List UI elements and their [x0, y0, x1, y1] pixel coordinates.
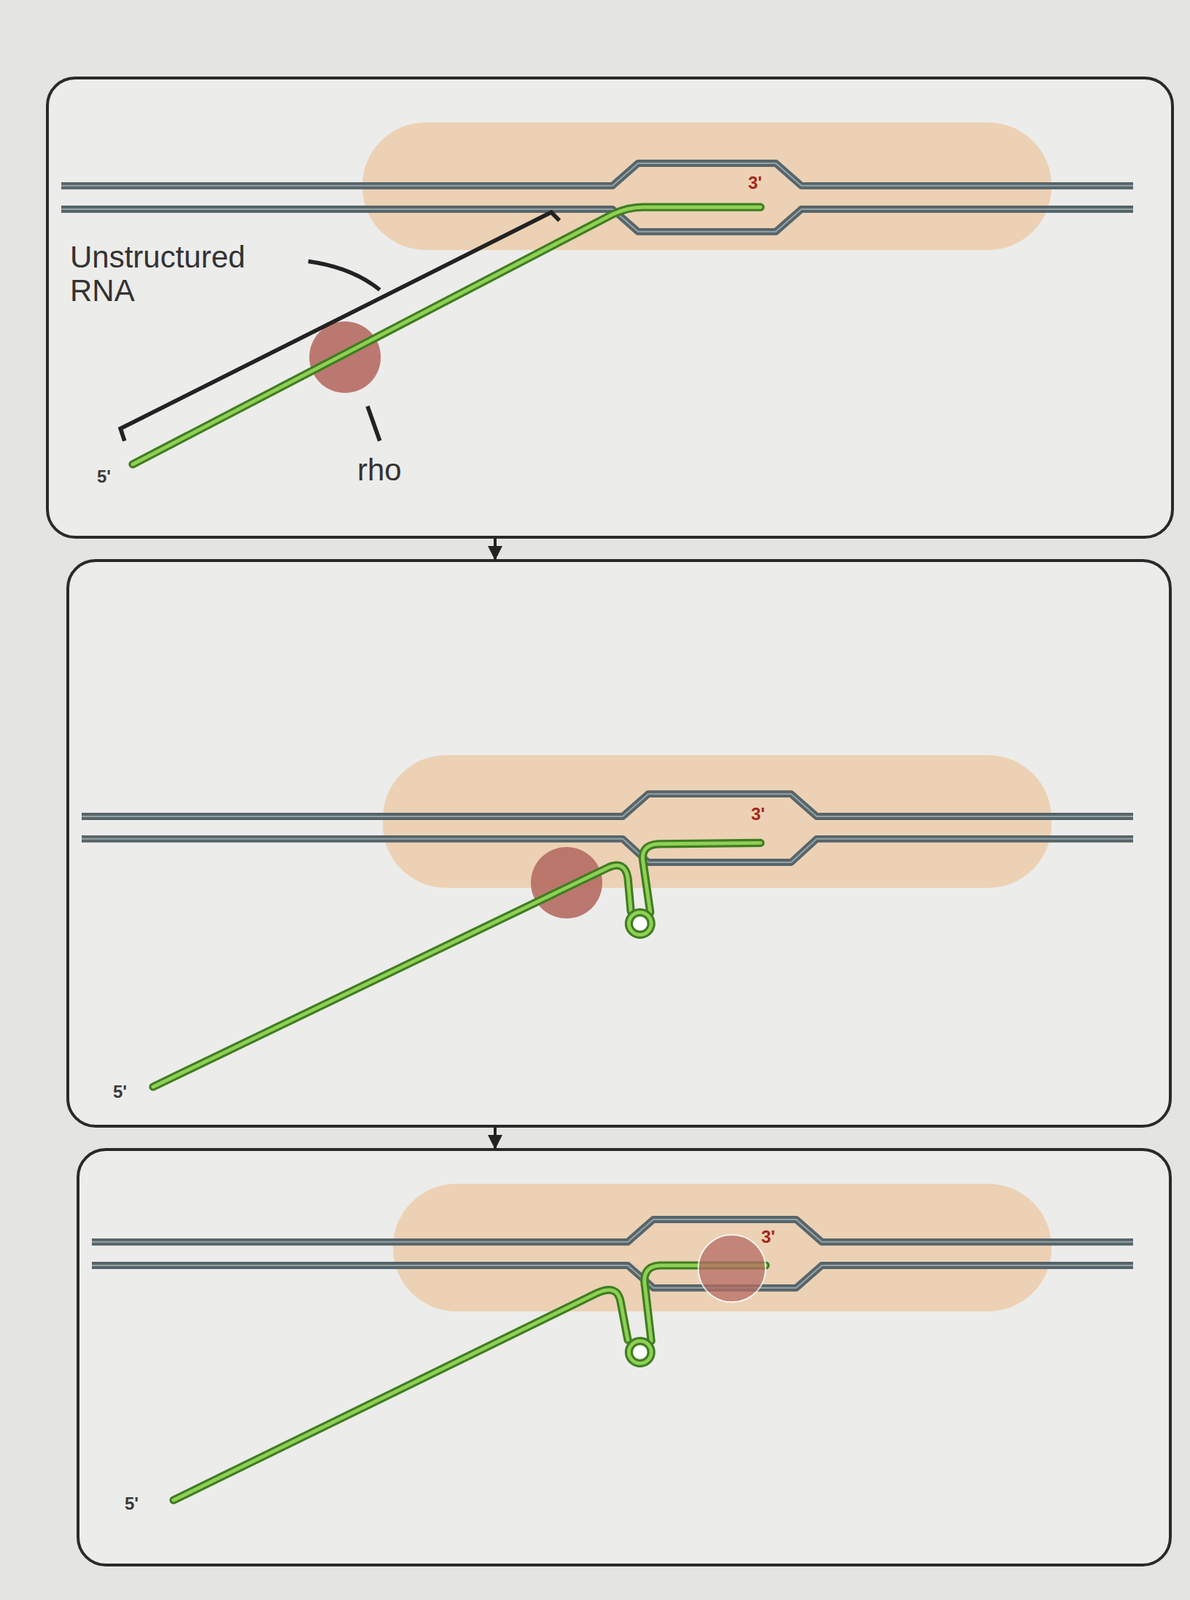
five-prime-end: 5': [113, 1082, 127, 1102]
step-panel: 3' 5': [76, 1148, 1172, 1567]
three-prime-end: 3': [751, 805, 765, 824]
step-arrow: [493, 1128, 497, 1149]
three-prime-end: 3': [748, 173, 762, 193]
rna-label: Unstructured RNA: [70, 240, 318, 308]
step-arrow: [493, 538, 497, 560]
five-prime-end: 5': [96, 467, 111, 487]
step-panel: 3' Unstructured RNA 5' rho: [45, 76, 1174, 539]
three-prime-end: 3': [761, 1227, 776, 1247]
five-prime-end: 5': [124, 1494, 139, 1514]
step-panel: 3' 5': [66, 559, 1172, 1129]
rho-label: rho: [357, 453, 402, 488]
